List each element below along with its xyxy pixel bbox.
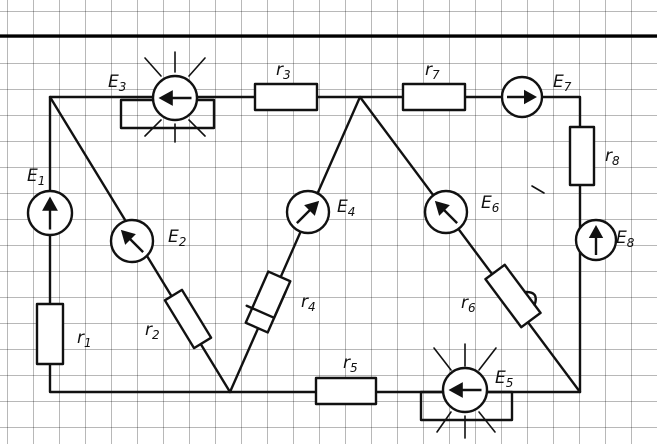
- resistor-r1: [35, 302, 65, 366]
- source-e2: [109, 218, 155, 264]
- source-e5: [441, 366, 489, 414]
- label-r3: r3: [276, 60, 291, 82]
- source-e5-arrow-head: [448, 382, 463, 398]
- source-e7: [500, 75, 544, 119]
- label-e5: E5: [495, 368, 513, 390]
- resistor-r8: [568, 125, 596, 187]
- source-e2-arrow-shaft: [128, 237, 144, 253]
- label-r8: r8: [605, 146, 620, 168]
- resistor-r7: [401, 82, 467, 112]
- source-e2-arrow-head: [120, 229, 136, 245]
- diagonal-wire-e6-r6: [358, 95, 582, 394]
- label-e2: E2: [168, 227, 186, 249]
- diagonal-wire-e4-r4: [228, 95, 362, 394]
- label-e7: E7: [553, 72, 572, 94]
- label-r6: r6: [461, 293, 476, 315]
- pen-stroke-mark: [531, 185, 545, 194]
- label-r2: r2: [145, 320, 160, 342]
- source-e4-arrow-shaft: [296, 208, 312, 224]
- label-e3: E3: [108, 72, 126, 94]
- label-e1: E1: [27, 166, 45, 188]
- source-e8-arrow-head: [588, 225, 604, 238]
- source-e3: [151, 74, 199, 122]
- source-e7-arrow-head: [524, 89, 537, 105]
- source-e6-arrow-head: [434, 200, 450, 216]
- source-e4-arrow-head: [304, 200, 320, 216]
- label-r4: r4: [301, 292, 316, 314]
- source-e6-arrow-shaft: [442, 208, 458, 224]
- diagram-labels: E1 E2 E3 E4 E5 E6 E7 E8 r1 r2 r3 r4 r5 r…: [27, 60, 635, 390]
- label-r5: r5: [343, 353, 358, 375]
- source-e1-arrow-head: [42, 196, 58, 211]
- sources-layer: [26, 74, 618, 414]
- label-r7: r7: [425, 60, 440, 82]
- source-e1: [26, 189, 74, 237]
- label-r1: r1: [77, 328, 92, 350]
- source-e8: [574, 218, 618, 262]
- label-e4: E4: [337, 197, 355, 219]
- resistor-r2: [163, 288, 213, 350]
- variable-source-rays: [119, 51, 514, 439]
- resistor-r3: [253, 82, 319, 112]
- resistor-r4: [244, 270, 292, 334]
- source-e3-arrow-head: [158, 90, 173, 106]
- label-e6: E6: [481, 193, 500, 215]
- label-e8: E8: [616, 228, 635, 250]
- resistor-r6: [484, 263, 542, 329]
- source-e4: [285, 189, 331, 235]
- source-e6: [423, 189, 469, 235]
- resistor-r5: [314, 376, 378, 406]
